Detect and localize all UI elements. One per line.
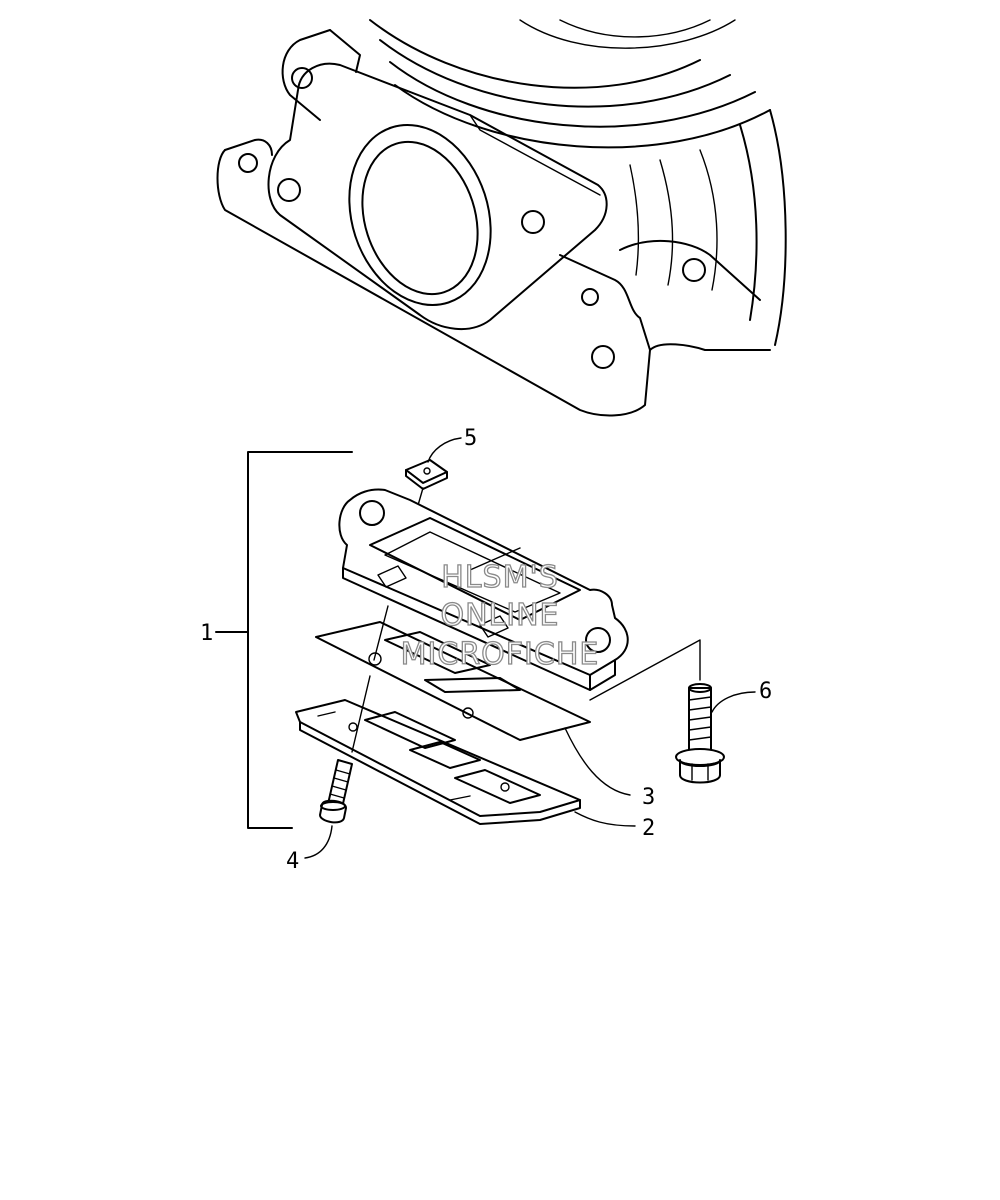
callout-2: 2 [642, 816, 655, 841]
alignment-lines [351, 605, 701, 753]
callout-1: 1 [200, 621, 213, 646]
watermark-line-2: ONLINE [440, 598, 559, 633]
watermark-line-3: MICROFICHE [401, 637, 600, 672]
watermark: HLSM'S ONLINE MICROFICHE [400, 559, 600, 672]
callout-4: 4 [286, 849, 299, 874]
part-6-bolt [675, 683, 725, 784]
callout-3: 3 [642, 785, 655, 810]
assembly-bracket [215, 451, 353, 829]
callout-6: 6 [759, 679, 772, 704]
reed-valve-block [338, 488, 629, 691]
callout-numbers: 1 2 3 4 5 6 [200, 426, 772, 874]
callout-5: 5 [464, 426, 477, 451]
part-3-gasket [315, 621, 591, 741]
part-2-reed-plate [295, 699, 581, 825]
watermark-line-1: HLSM'S [441, 560, 559, 595]
engine-cylinder-drawing [216, 19, 787, 417]
callout-leaders [304, 437, 756, 859]
part-4-screw [319, 759, 353, 824]
